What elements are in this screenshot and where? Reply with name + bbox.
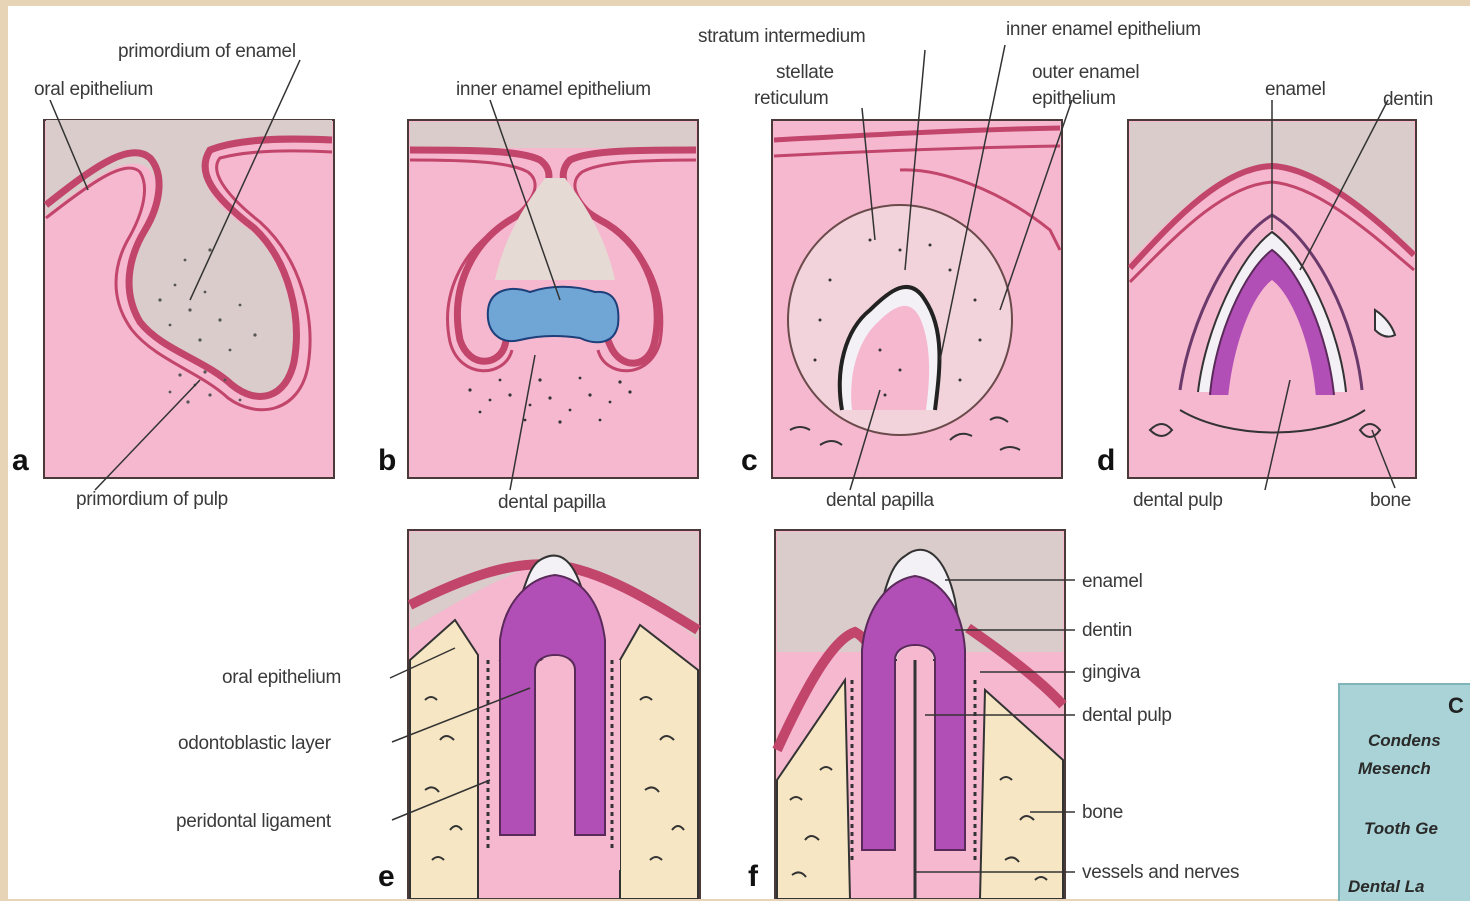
side-box-item: Mesench [1358, 759, 1431, 779]
label-bone-f: bone [1082, 803, 1123, 822]
label-primordium-enamel: primordium of enamel [118, 42, 296, 61]
side-box-item: Tooth Ge [1364, 819, 1438, 839]
panel-letter-a: a [12, 446, 29, 476]
panel-letter-c: c [741, 446, 758, 476]
panel-d [1128, 100, 1416, 490]
side-info-box: C Condens Mesench Tooth Ge Dental La [1338, 683, 1470, 901]
label-inner-enamel-b: inner enamel epithelium [456, 80, 651, 99]
label-reticulum: reticulum [754, 89, 828, 108]
label-enamel-f: enamel [1082, 572, 1143, 591]
label-outer-enamel: outer enamel [1032, 63, 1139, 82]
label-dental-pulp-d: dental pulp [1133, 491, 1223, 510]
label-dentin-f: dentin [1082, 621, 1132, 640]
panel-f [775, 530, 1075, 899]
label-periodontal-ligament: peridontal ligament [176, 812, 331, 831]
label-outer-enamel-epithelium: epithelium [1032, 89, 1116, 108]
side-box-item: Dental La [1348, 877, 1425, 897]
label-bone-d: bone [1370, 491, 1411, 510]
label-inner-enamel-c: inner enamel epithelium [1006, 20, 1201, 39]
panel-b [408, 100, 698, 490]
label-oral-epithelium-a: oral epithelium [34, 80, 153, 99]
side-box-item: Condens [1368, 731, 1441, 751]
label-dentin-d: dentin [1383, 90, 1433, 109]
panel-a [44, 60, 334, 490]
label-vessels-nerves: vessels and nerves [1082, 863, 1239, 882]
label-dental-pulp-f: dental pulp [1082, 706, 1172, 725]
panel-letter-b: b [378, 446, 396, 476]
label-oral-epithelium-e: oral epithelium [222, 668, 341, 687]
label-stellate: stellate [776, 63, 834, 82]
label-gingiva: gingiva [1082, 663, 1140, 682]
panel-letter-e: e [378, 862, 395, 892]
panel-letter-f: f [748, 862, 758, 892]
panel-letter-d: d [1097, 446, 1115, 476]
label-stratum-intermedium: stratum intermedium [698, 27, 865, 46]
label-primordium-pulp: primordium of pulp [76, 490, 228, 509]
label-odontoblastic-layer: odontoblastic layer [178, 734, 331, 753]
label-dental-papilla-b: dental papilla [498, 493, 606, 512]
side-box-title: C [1448, 693, 1464, 719]
label-dental-papilla-c: dental papilla [826, 491, 934, 510]
label-enamel-d: enamel [1265, 80, 1326, 99]
panel-e [390, 530, 700, 899]
